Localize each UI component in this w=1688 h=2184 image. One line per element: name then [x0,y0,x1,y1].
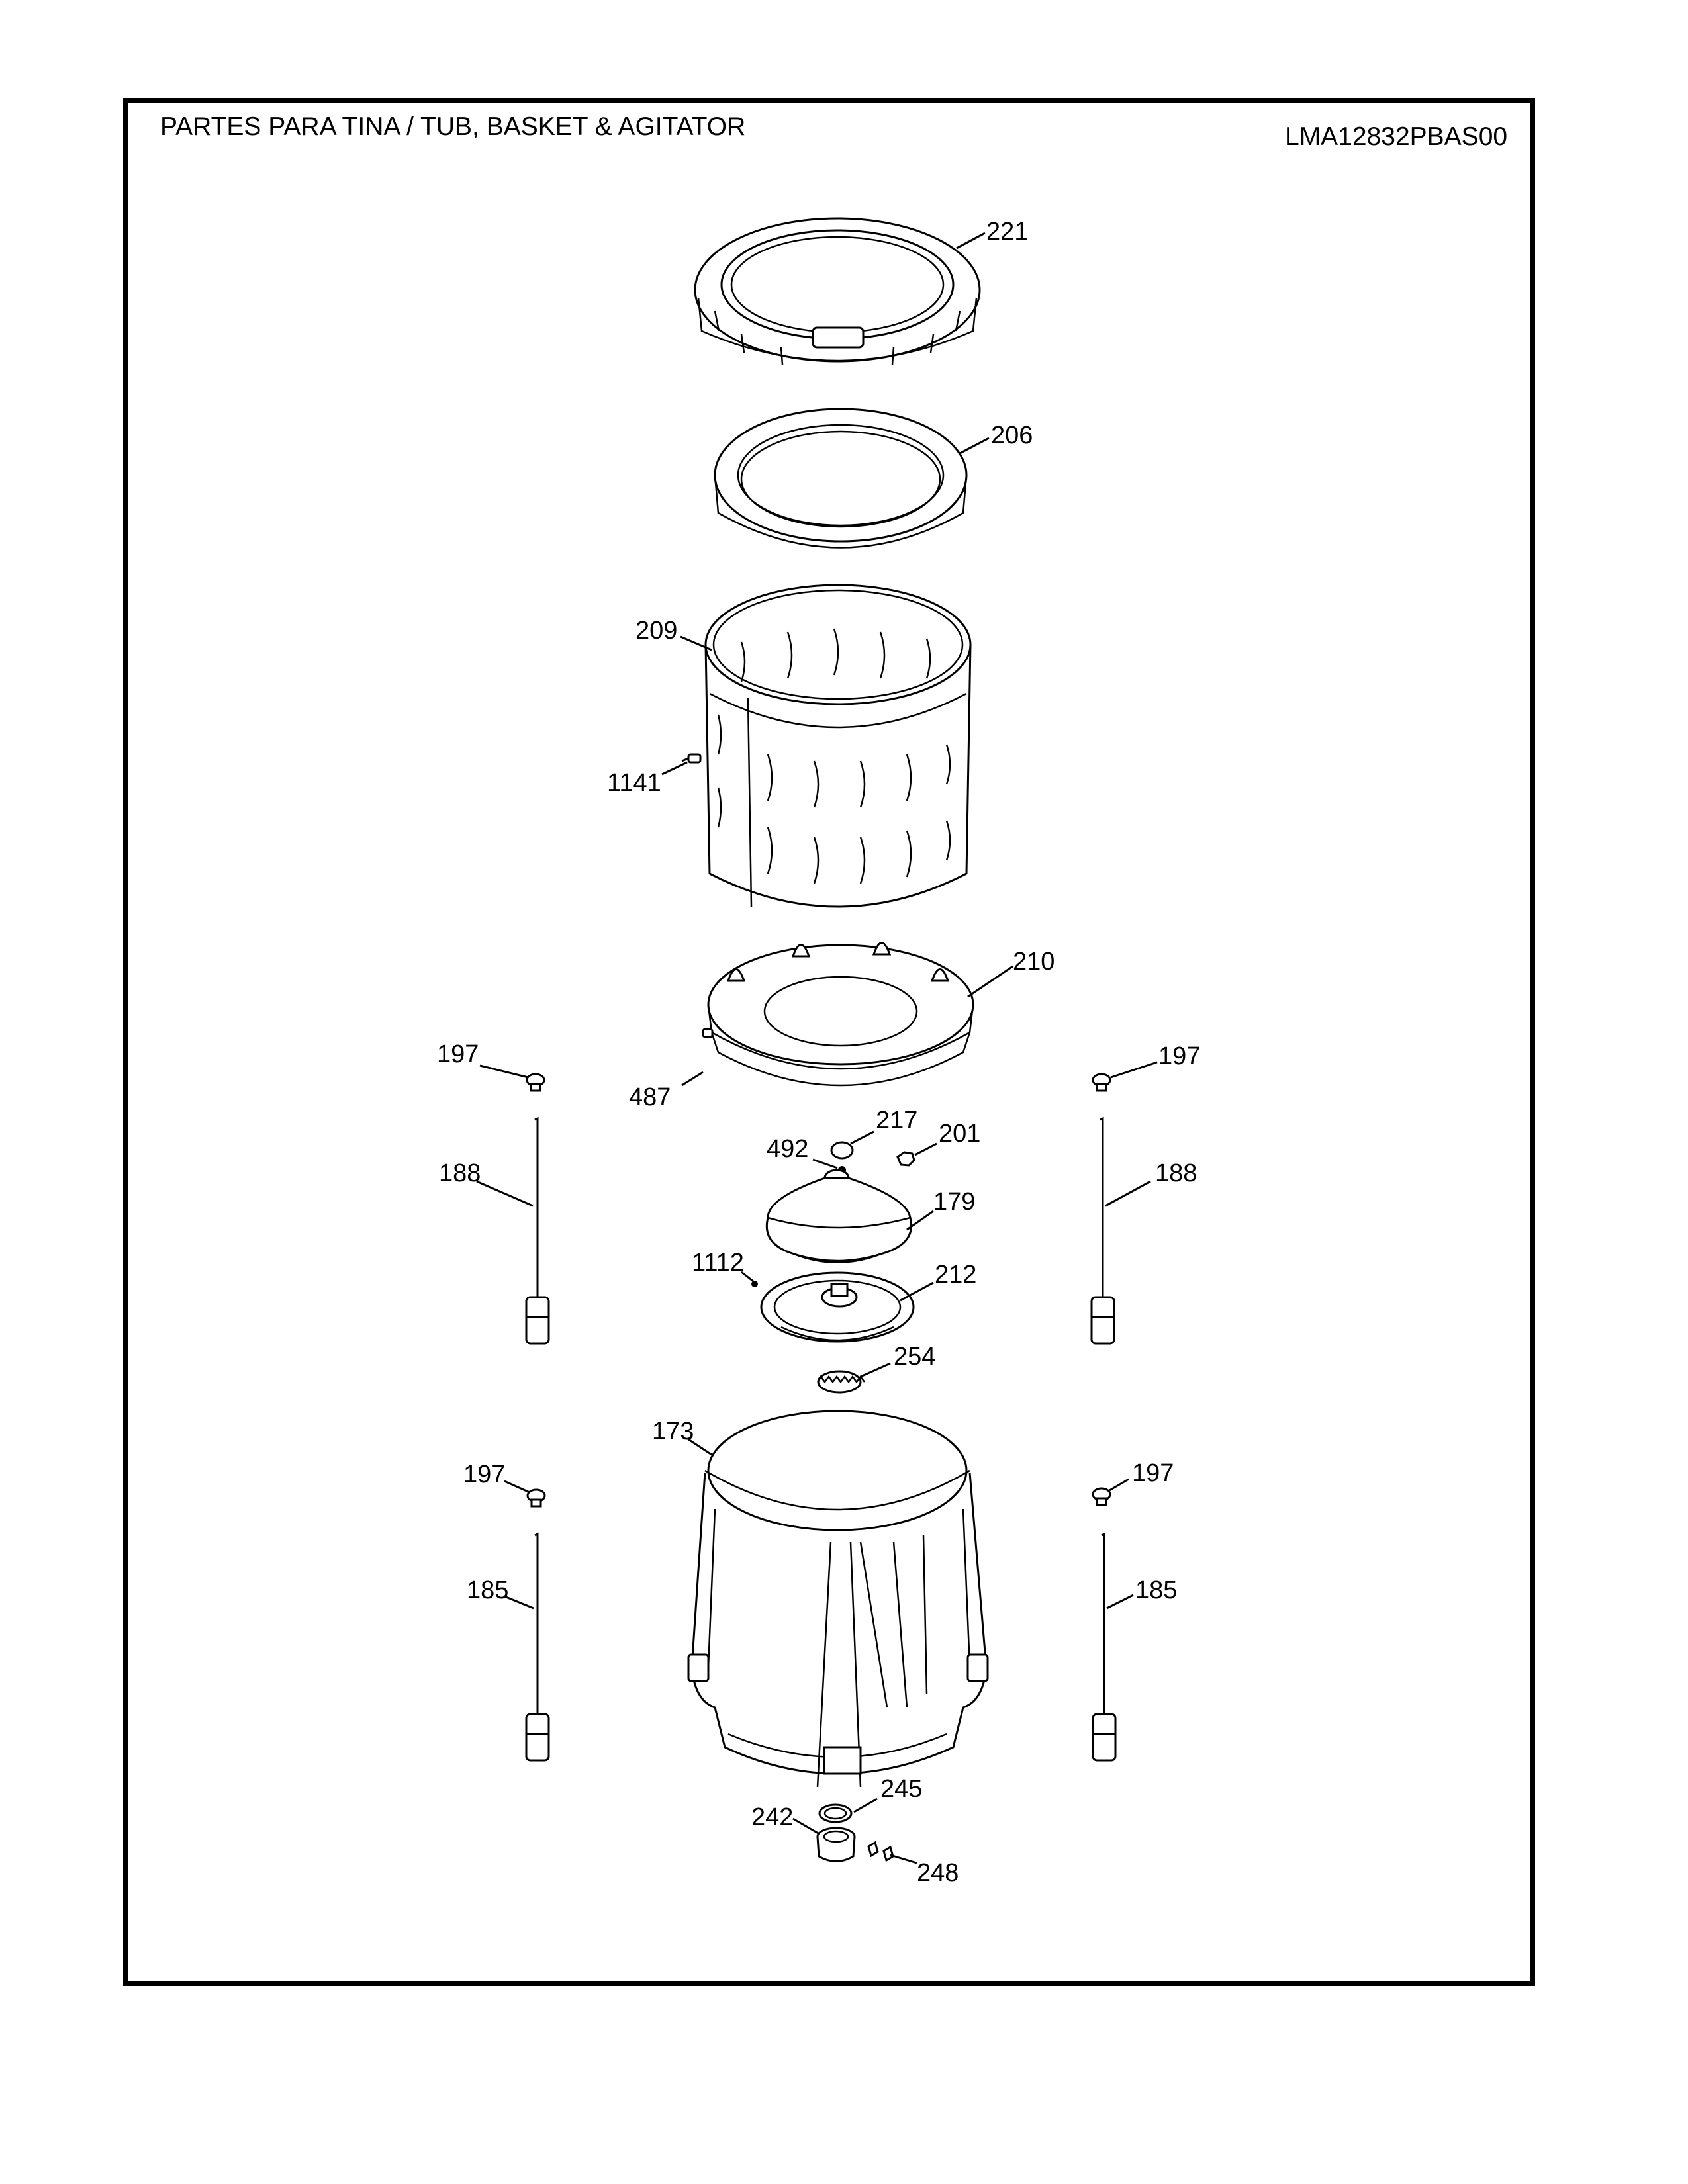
callout-197-ul: 197 [437,1040,479,1068]
callout-217: 217 [876,1107,917,1134]
part-210-basket-base [707,942,974,1087]
callout-179: 179 [933,1188,975,1216]
part-185-right-suspension-rod [1092,1532,1117,1762]
leader-212 [900,1281,934,1302]
diagram-title: PARTES PARA TINA / TUB, BASKET & AGITATO… [160,113,746,141]
part-217-agitator-cap [830,1141,854,1160]
part-197-lower-left-cap [526,1488,546,1508]
leader-185-r [1106,1594,1134,1610]
callout-1112: 1112 [692,1249,744,1277]
part-173-outer-tub [687,1410,989,1788]
callout-185-r: 185 [1135,1576,1177,1604]
leader-245 [853,1797,878,1813]
part-201-nut [896,1151,915,1167]
callout-185-l: 185 [467,1576,508,1604]
leader-197-ul [479,1064,529,1079]
leader-206 [958,437,990,455]
part-197-upper-left-cap [526,1073,545,1092]
part-221-tub-cover [694,217,981,365]
callout-492: 492 [767,1135,808,1163]
callout-487: 487 [629,1083,671,1111]
leader-197-ur [1110,1061,1158,1079]
callout-209: 209 [635,617,677,645]
leader-254 [860,1362,891,1378]
part-242-drain-cap [816,1827,856,1862]
part-245-o-ring [818,1803,853,1823]
part-179-impeller [765,1169,912,1263]
leader-487 [681,1071,704,1087]
diagram-frame [123,98,1535,1986]
callout-245: 245 [880,1775,922,1803]
part-197-lower-right-cap [1092,1487,1111,1506]
leader-185-l [504,1595,534,1610]
leader-197-ll [504,1480,530,1494]
part-206-balance-ring [714,408,968,549]
callout-248: 248 [917,1859,959,1887]
callout-210: 210 [1013,948,1055,976]
callout-212: 212 [935,1261,976,1289]
leader-179 [906,1210,934,1231]
callout-1141: 1141 [607,769,661,797]
leader-221 [956,232,986,250]
leader-492 [812,1158,838,1169]
leader-1141 [661,761,688,776]
leader-173 [688,1438,712,1456]
callout-173: 173 [652,1418,694,1445]
callout-206: 206 [991,422,1033,449]
leader-248 [890,1854,917,1864]
leader-188-l [476,1180,534,1207]
part-254-coupling-gear [817,1370,865,1394]
callout-242: 242 [751,1803,793,1831]
part-487-screw [702,1028,714,1038]
callout-197-lr: 197 [1132,1459,1174,1487]
part-212-drive-flange [760,1271,915,1343]
leader-188-r [1105,1180,1151,1207]
callout-254: 254 [894,1343,935,1371]
leader-209 [680,635,712,651]
part-188-right-suspension-rod [1090,1116,1115,1345]
callout-197-ur: 197 [1158,1042,1200,1070]
leader-242 [792,1817,819,1835]
callout-221: 221 [986,218,1028,246]
callout-188-r: 188 [1155,1160,1197,1187]
leader-197-lr [1109,1478,1129,1492]
model-number: LMA12832PBAS00 [1285,122,1508,151]
part-188-left-suspension-rod [525,1116,550,1345]
callout-188-l: 188 [439,1160,481,1187]
part-1141-screw [681,753,702,764]
callout-201: 201 [939,1120,980,1148]
leader-201 [914,1142,937,1156]
leader-217 [850,1130,874,1145]
part-248-clips [867,1841,894,1862]
callout-197-ll: 197 [463,1461,505,1488]
part-1112-screw [751,1281,758,1287]
part-185-left-suspension-rod [525,1532,550,1762]
part-197-upper-right-cap [1092,1073,1111,1092]
leader-210 [967,965,1013,998]
leader-1112 [741,1271,754,1283]
part-209-wash-basket [704,584,972,908]
